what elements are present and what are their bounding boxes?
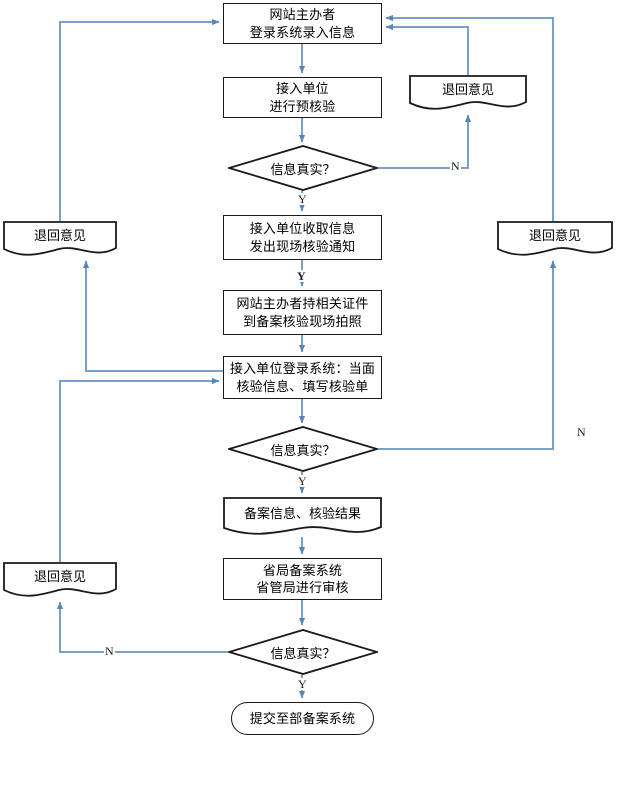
node-label: 信息真实？ <box>270 645 336 661</box>
node-return-opinion-bottom-left: 退回意见 <box>3 562 117 598</box>
node-label: 接入单位 进行预核验 <box>269 81 336 114</box>
node-owner-onsite-photo: 网站主办者持相关证件 到备案核验现场拍照 <box>223 290 382 335</box>
node-label: 省局备案系统 省管局进行审核 <box>256 562 349 595</box>
node-label: 接入单位登录系统：当面 核验信息、填写核验单 <box>229 361 376 394</box>
node-return-opinion-mid-right: 退回意见 <box>497 221 613 257</box>
node-decision-info-true-3: 信息真实？ <box>228 629 378 675</box>
node-access-unit-verify-form: 接入单位登录系统：当面 核验信息、填写核验单 <box>223 356 382 399</box>
node-label: 接入单位收取信息 发出现场核验通知 <box>249 221 356 254</box>
edge-label-no-2: N <box>576 425 587 439</box>
node-label: 退回意见 <box>528 228 581 243</box>
edge-r2-n1 <box>385 14 554 221</box>
edge-label-no-1: N <box>450 159 461 173</box>
node-label: 备案信息、核验结果 <box>243 505 361 521</box>
node-label: 网站主办者 登录系统录入信息 <box>249 7 356 40</box>
node-label: 提交至部备案系统 <box>249 710 356 726</box>
node-access-unit-collect-notify: 接入单位收取信息 发出现场核验通知 <box>223 215 382 260</box>
edge-d1-r1 <box>378 114 472 169</box>
node-website-owner-login: 网站主办者 登录系统录入信息 <box>223 3 382 44</box>
edge-label-yes-1: Y <box>297 192 308 206</box>
node-return-opinion-mid-left: 退回意见 <box>3 221 117 257</box>
node-record-info-result: 备案信息、核验结果 <box>223 497 382 537</box>
edge-d3-l2 <box>56 601 228 653</box>
node-provincial-review: 省局备案系统 省管局进行审核 <box>223 558 382 600</box>
node-label: 信息真实？ <box>270 442 336 458</box>
node-decision-info-true-1: 信息真实？ <box>228 145 378 191</box>
edge-l1-n1 <box>59 18 220 221</box>
node-access-unit-precheck: 接入单位 进行预核验 <box>223 77 382 118</box>
edge-n5-l1-seg <box>85 297 223 372</box>
node-submit-to-ministry: 提交至部备案系统 <box>231 702 374 735</box>
edge-label-yes-3: Y <box>297 474 308 488</box>
edge-r1-n1 <box>385 23 469 75</box>
node-label: 网站主办者持相关证件 到备案核验现场拍照 <box>236 296 369 329</box>
node-label: 退回意见 <box>33 569 86 584</box>
node-label: 退回意见 <box>33 228 86 243</box>
edge-l2-n5 <box>59 377 220 562</box>
edge-d2-r2 <box>378 260 557 450</box>
edge-label-no-3: N <box>104 644 115 658</box>
edge-label-yes-4: Y <box>297 677 308 691</box>
node-label: 退回意见 <box>441 82 494 97</box>
edge-label-yes-2: Y <box>296 269 307 283</box>
node-decision-info-true-2: 信息真实？ <box>228 426 378 472</box>
node-return-opinion-top-right: 退回意见 <box>409 75 527 111</box>
node-label: 信息真实？ <box>270 161 336 177</box>
